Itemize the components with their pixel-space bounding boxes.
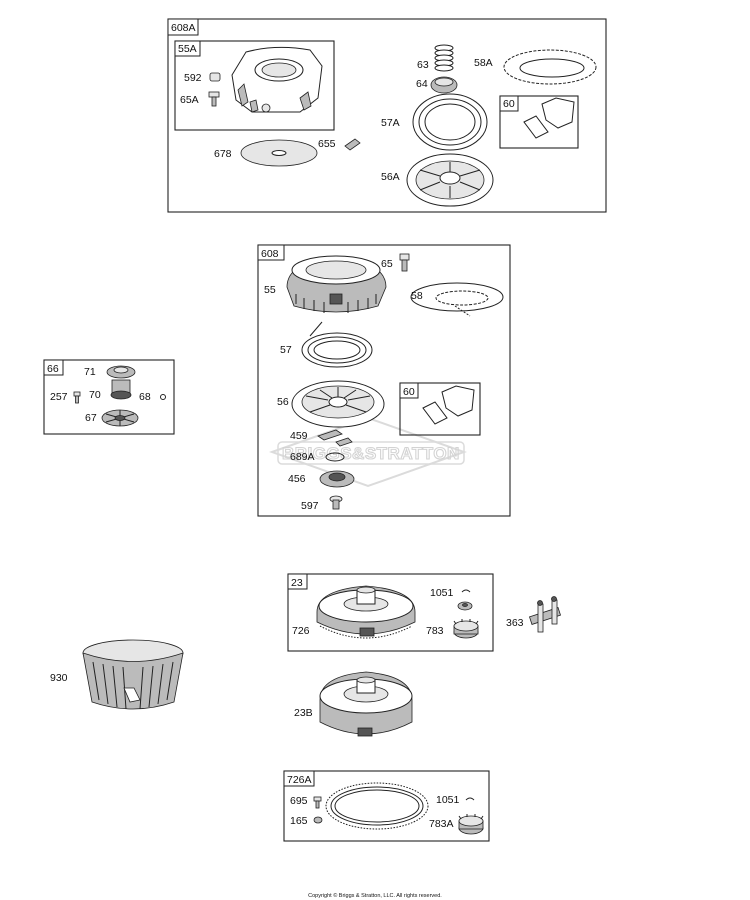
assembly-726A-tag: 726A xyxy=(287,774,312,786)
nut-165-icon xyxy=(313,816,323,824)
handle-60b-drawing xyxy=(422,385,475,425)
label-56A: 56A xyxy=(381,171,400,183)
label-63: 63 xyxy=(417,59,429,71)
retainer-456-drawing xyxy=(319,470,355,488)
subassembly-55A-tag: 55A xyxy=(178,43,197,55)
label-1051b: 1051 xyxy=(436,794,460,806)
label-56: 56 xyxy=(277,396,289,408)
label-68: 68 xyxy=(139,391,151,403)
ball-68-icon xyxy=(160,394,166,400)
pulley-56A-drawing xyxy=(406,153,494,207)
assembly-66-frame xyxy=(43,359,175,435)
part-71-drawing xyxy=(106,365,136,379)
assembly-66-tag: 66 xyxy=(47,363,59,375)
label-459: 459 xyxy=(290,430,308,442)
flywheel-23B-drawing xyxy=(319,671,413,737)
label-57A: 57A xyxy=(381,117,400,129)
screen-930-drawing xyxy=(82,639,184,710)
label-363: 363 xyxy=(506,617,524,629)
ring-gear-726A-drawing xyxy=(325,782,429,830)
washer-1051b-icon xyxy=(465,797,475,801)
screen-678-drawing xyxy=(240,139,318,167)
label-65A: 65A xyxy=(180,94,199,106)
label-55: 55 xyxy=(264,284,276,296)
assembly-23-tag: 23 xyxy=(291,577,303,589)
label-23B: 23B xyxy=(294,707,313,719)
flywheel-726-drawing xyxy=(316,585,416,639)
part-67-drawing xyxy=(101,409,139,427)
label-930: 930 xyxy=(50,672,68,684)
group-60-tag: 60 xyxy=(503,98,515,110)
clip-655-icon xyxy=(344,138,361,151)
washer-1051-icon xyxy=(457,589,473,611)
rope-58-drawing xyxy=(410,282,504,317)
assembly-608A-tag: 608A xyxy=(171,22,196,34)
nut-592-icon xyxy=(209,72,221,82)
spring-57A-drawing xyxy=(412,93,488,151)
spring-63-drawing xyxy=(434,44,454,72)
gear-783-drawing xyxy=(453,619,479,639)
screw-65-icon xyxy=(399,253,410,272)
assembly-608-tag: 608 xyxy=(261,248,279,260)
screw-597-icon xyxy=(329,495,343,510)
subassembly-55A-frame xyxy=(174,40,335,131)
label-67: 67 xyxy=(85,412,97,424)
assembly-726A: 726A 695 165 1051 783A xyxy=(283,770,490,842)
blower-housing-55-drawing xyxy=(286,255,387,313)
assembly-608-frame xyxy=(257,244,511,517)
label-597: 597 xyxy=(301,500,319,512)
label-726: 726 xyxy=(292,625,310,637)
blower-housing-55A-drawing xyxy=(231,46,323,113)
label-689A: 689A xyxy=(290,451,315,463)
label-695: 695 xyxy=(290,795,308,807)
group-60-frame xyxy=(499,95,579,149)
copyright-notice: Copyright © Briggs & Stratton, LLC. All … xyxy=(308,892,442,899)
assembly-66: 66 71 70 257 68 67 xyxy=(43,359,175,435)
armature-363-drawing xyxy=(528,596,562,633)
screw-65A-icon xyxy=(208,91,220,107)
label-1051: 1051 xyxy=(430,587,454,599)
screw-695-icon xyxy=(313,796,322,809)
label-257: 257 xyxy=(50,391,68,403)
label-655: 655 xyxy=(318,138,336,150)
label-58A: 58A xyxy=(474,57,493,69)
assembly-23: 23 726 1051 783 xyxy=(287,573,494,652)
spring-57-drawing xyxy=(301,321,373,368)
handle-60-drawing xyxy=(523,97,575,139)
dog-459-icon xyxy=(317,429,353,447)
part-70-drawing xyxy=(110,379,132,400)
label-592: 592 xyxy=(184,72,202,84)
cup-64-drawing xyxy=(430,76,458,94)
label-165: 165 xyxy=(290,815,308,827)
group-60b-frame xyxy=(399,382,481,436)
label-65: 65 xyxy=(381,258,393,270)
label-456: 456 xyxy=(288,473,306,485)
gear-783A-drawing xyxy=(458,814,484,835)
assembly-608: 608 BRIGGS&STRATTON 55 65 58 xyxy=(257,244,511,517)
rope-58A-drawing xyxy=(503,49,597,85)
assembly-608A: 608A 55A 592 65A 678 xyxy=(167,18,607,213)
label-71: 71 xyxy=(84,366,96,378)
label-58: 58 xyxy=(411,290,423,302)
screw-257-icon xyxy=(73,391,81,404)
label-783A: 783A xyxy=(429,818,454,830)
label-64: 64 xyxy=(416,78,428,90)
ring-689A-icon xyxy=(325,452,345,462)
label-678: 678 xyxy=(214,148,232,160)
label-57: 57 xyxy=(280,344,292,356)
label-70: 70 xyxy=(89,389,101,401)
assembly-726A-frame xyxy=(283,770,490,842)
assembly-23-frame xyxy=(287,573,494,652)
label-783: 783 xyxy=(426,625,444,637)
pulley-56-drawing xyxy=(291,380,385,428)
assembly-608A-frame xyxy=(167,18,607,213)
group-60b-tag: 60 xyxy=(403,386,415,398)
